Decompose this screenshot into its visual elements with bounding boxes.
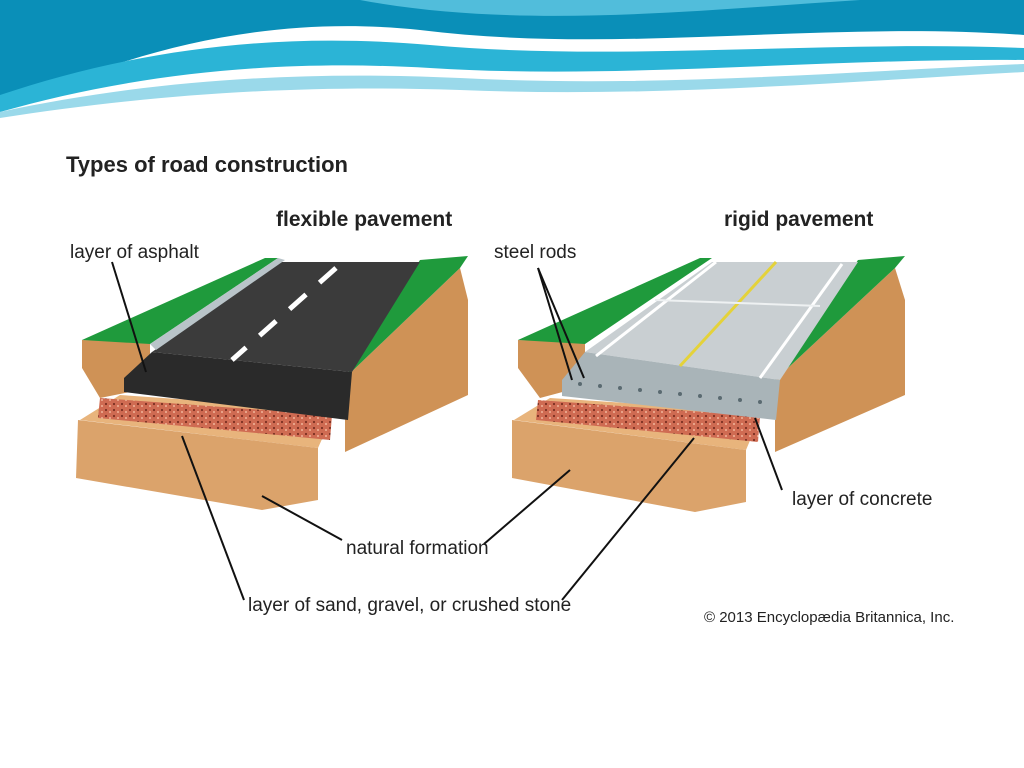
leader-asphalt: [111, 261, 147, 373]
label-layer-of-asphalt: layer of asphalt: [70, 242, 200, 263]
rigid-left-edge-line: [595, 260, 717, 358]
rigid-right-embankment: [775, 268, 905, 452]
rigid-steel-rods: [578, 382, 762, 404]
copyright-notice: © 2013 Encyclopædia Britannica, Inc.: [704, 609, 954, 626]
leader-steel-rods-1: [537, 267, 573, 381]
flexible-road-curb: [150, 258, 285, 350]
rigid-heading: rigid pavement: [724, 208, 873, 231]
wave-light: [0, 64, 1024, 118]
flexible-asphalt-edge: [124, 352, 352, 420]
flexible-heading: flexible pavement: [276, 208, 452, 231]
rigid-right-grass: [775, 256, 905, 380]
wave-highlight: [360, 0, 860, 16]
label-natural-formation: natural formation: [346, 538, 489, 559]
rigid-pavement-illustration: [512, 256, 905, 512]
flexible-right-grass: [345, 256, 468, 378]
flexible-asphalt-top: [152, 262, 420, 372]
rigid-concrete-edge: [562, 352, 780, 420]
leader-gravel-right: [561, 437, 695, 601]
leader-concrete: [754, 417, 783, 491]
rigid-right-edge-line: [758, 263, 844, 379]
diagram-title: Types of road construction: [66, 152, 348, 177]
wave-dark: [0, 0, 1024, 110]
header-wave-decoration: [0, 0, 1024, 118]
label-layer-of-concrete: layer of concrete: [792, 489, 932, 510]
leader-lines: [111, 261, 783, 601]
label-layer-of-sand-gravel: layer of sand, gravel, or crushed stone: [248, 595, 571, 616]
wave-mid: [0, 40, 1024, 112]
rigid-slab-joint: [654, 299, 821, 307]
leader-formation-right: [483, 469, 571, 545]
flexible-right-embankment: [345, 268, 468, 452]
leader-steel-rods-2: [537, 267, 585, 379]
rigid-center-line: [678, 260, 778, 368]
leader-gravel-left: [181, 435, 245, 601]
flexible-gravel-layer: [98, 398, 332, 440]
rigid-left-grass: [518, 258, 712, 344]
rigid-natural-formation: [512, 420, 746, 512]
leader-formation-left: [261, 495, 343, 541]
flexible-natural-formation: [76, 420, 318, 510]
label-steel-rods: steel rods: [494, 242, 576, 263]
flexible-pavement-illustration: [76, 256, 468, 510]
rigid-gravel-layer: [536, 400, 760, 442]
